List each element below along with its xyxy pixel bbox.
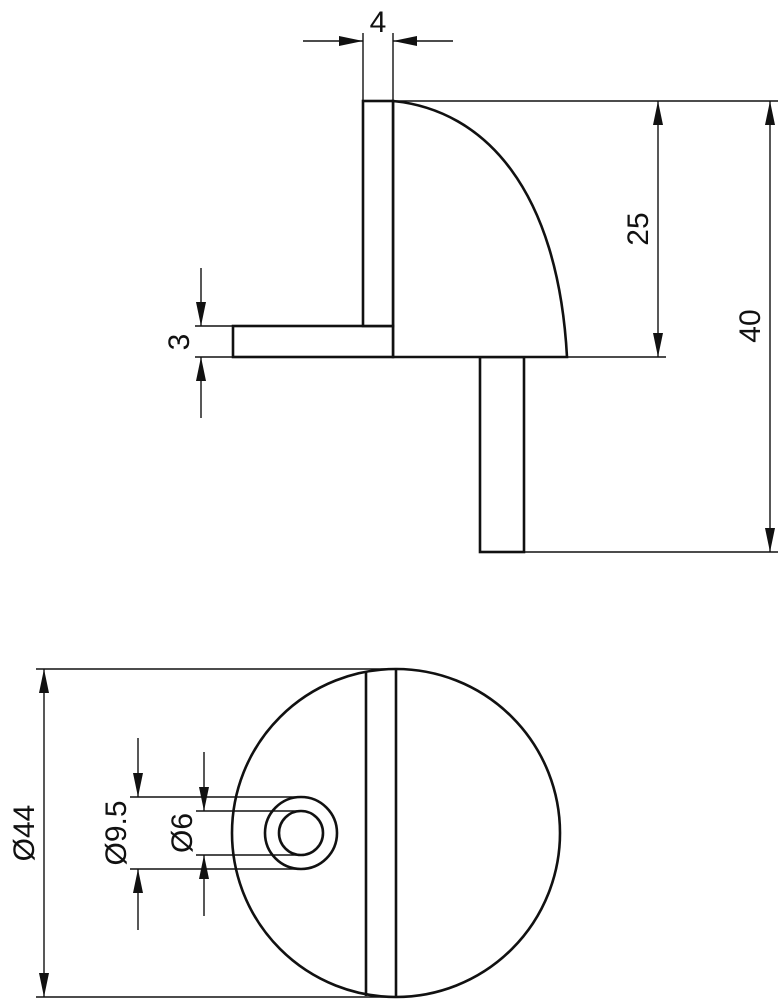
- dim-base-thickness: 3: [163, 268, 233, 418]
- label-counterbore: Ø9.5: [100, 800, 133, 865]
- label-base-thickness: 3: [163, 334, 196, 351]
- dim-outer-diameter: Ø44: [8, 668, 396, 998]
- dim-total-height: 40: [393, 100, 778, 553]
- label-plate-thickness: 4: [370, 6, 387, 39]
- vertical-plate: [361, 99, 395, 328]
- label-hole: Ø6: [166, 813, 199, 853]
- side-view: [231, 99, 569, 554]
- dome-body: [391, 99, 569, 359]
- screw-shank: [478, 355, 526, 554]
- dim-counterbore: Ø9.5: [100, 738, 301, 930]
- label-outer-diameter: Ø44: [8, 805, 41, 862]
- hole-circle: [277, 809, 325, 857]
- top-view: [230, 667, 562, 999]
- dim-plate-thickness: 4: [303, 6, 453, 101]
- dim-hole: Ø6: [166, 752, 301, 916]
- dim-dome-height: 25: [567, 101, 666, 358]
- label-total-height: 40: [734, 309, 767, 342]
- label-dome-height: 25: [622, 212, 655, 245]
- base-plate: [231, 324, 395, 359]
